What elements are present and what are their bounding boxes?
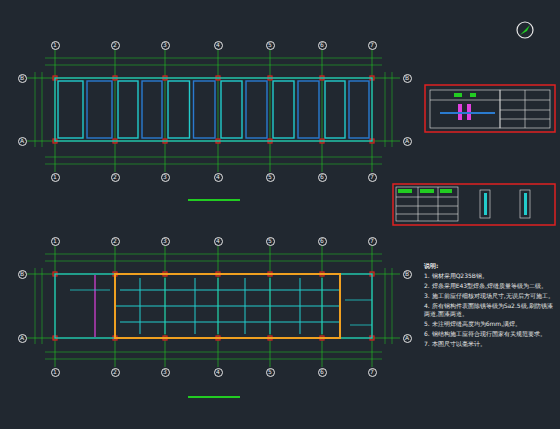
notes-block: 说明: 1. 钢材采用Q235B钢。 2. 焊条采用E43型焊条,焊缝质量等级为二级… <box>424 262 556 350</box>
axis-bubble: 7 <box>368 173 377 182</box>
north-symbol <box>517 22 533 38</box>
note-line: 4. 所有钢构件表面除锈等级为Sa2.5级,刷防锈漆两道,面漆两道。 <box>424 302 556 318</box>
axis-label: 3 <box>163 42 167 48</box>
axis-bubble: A <box>403 334 412 343</box>
axis-label: 3 <box>163 369 167 375</box>
note-line: 3. 施工前应仔细核对现场尺寸,无误后方可施工。 <box>424 292 556 300</box>
axis-bubble: 1 <box>51 368 60 377</box>
axis-bubble: 7 <box>368 41 377 50</box>
axis-label: 1 <box>53 369 57 375</box>
axis-label: 5 <box>268 369 272 375</box>
axis-bubble: 2 <box>111 41 120 50</box>
axis-label: 2 <box>113 174 117 180</box>
axis-bubble: 5 <box>266 368 275 377</box>
axis-label: 2 <box>113 42 117 48</box>
axis-label: 7 <box>370 42 374 48</box>
axis-bubble: 1 <box>51 41 60 50</box>
note-line: 5. 未注明焊缝高度均为6mm,满焊。 <box>424 320 556 328</box>
axis-label: 2 <box>113 238 117 244</box>
axis-bubble: 4 <box>214 173 223 182</box>
axis-bubble: B <box>18 270 27 279</box>
axis-label: A <box>20 335 24 341</box>
detail-fill <box>398 93 527 215</box>
axis-bubble: 1 <box>51 237 60 246</box>
axis-bubble: 4 <box>214 41 223 50</box>
axis-label: A <box>405 138 409 144</box>
axis-bubble: A <box>18 334 27 343</box>
detail-panel <box>393 184 555 225</box>
axis-bubble: 5 <box>266 41 275 50</box>
axis-label: B <box>405 75 409 81</box>
axis-bubble: 3 <box>161 237 170 246</box>
axis-label: 5 <box>268 174 272 180</box>
axis-label: 4 <box>216 42 220 48</box>
axis-bubble: 7 <box>368 368 377 377</box>
axis-bubble: 3 <box>161 368 170 377</box>
axis-label: 1 <box>53 42 57 48</box>
axis-label: 2 <box>113 369 117 375</box>
axis-bubble: 7 <box>368 237 377 246</box>
axis-bubble: A <box>18 137 27 146</box>
axis-bubble: 2 <box>111 173 120 182</box>
axis-label: 5 <box>268 42 272 48</box>
note-line: 6. 钢结构施工应符合现行国家有关规范要求。 <box>424 330 556 338</box>
axis-bubble: B <box>403 74 412 83</box>
axis-bubble: 6 <box>318 173 327 182</box>
axis-bubble: 2 <box>111 237 120 246</box>
title-bar <box>188 396 240 398</box>
axis-label: B <box>405 271 409 277</box>
note-line: 7. 本图尺寸以毫米计。 <box>424 340 556 348</box>
axis-label: 5 <box>268 238 272 244</box>
axis-bubble: B <box>18 74 27 83</box>
axis-label: 6 <box>320 369 324 375</box>
axis-label: 7 <box>370 238 374 244</box>
detail-panel <box>425 85 555 132</box>
note-line: 1. 钢材采用Q235B钢。 <box>424 272 556 280</box>
axis-label: 4 <box>216 238 220 244</box>
axis-bubble: 6 <box>318 41 327 50</box>
axis-label: 6 <box>320 42 324 48</box>
axis-label: 3 <box>163 238 167 244</box>
roof-region <box>115 274 340 338</box>
axis-bubble: B <box>403 270 412 279</box>
axis-label: 7 <box>370 174 374 180</box>
axis-label: 1 <box>53 174 57 180</box>
axis-bubble: 6 <box>318 237 327 246</box>
axis-bubble: 5 <box>266 173 275 182</box>
axis-bubble: 1 <box>51 173 60 182</box>
axis-label: 6 <box>320 174 324 180</box>
axis-label: 4 <box>216 174 220 180</box>
axis-bubble: 3 <box>161 173 170 182</box>
axis-label: B <box>20 75 24 81</box>
axis-bubble: 2 <box>111 368 120 377</box>
axis-label: B <box>20 271 24 277</box>
axis-label: 4 <box>216 369 220 375</box>
plan-linework <box>27 50 400 367</box>
axis-bubble: A <box>403 137 412 146</box>
axis-label: A <box>405 335 409 341</box>
axis-label: 1 <box>53 238 57 244</box>
axis-bubble: 4 <box>214 237 223 246</box>
axis-label: 7 <box>370 369 374 375</box>
detail-linework <box>396 90 550 221</box>
notes-heading: 说明: <box>424 262 556 270</box>
axis-bubble: 4 <box>214 368 223 377</box>
axis-bubble: 3 <box>161 41 170 50</box>
axis-label: A <box>20 138 24 144</box>
title-bar <box>188 199 240 201</box>
axis-label: 3 <box>163 174 167 180</box>
axis-label: 6 <box>320 238 324 244</box>
axis-bubble: 6 <box>318 368 327 377</box>
axis-bubble: 5 <box>266 237 275 246</box>
note-line: 2. 焊条采用E43型焊条,焊缝质量等级为二级。 <box>424 282 556 290</box>
north-arrow <box>520 25 530 35</box>
